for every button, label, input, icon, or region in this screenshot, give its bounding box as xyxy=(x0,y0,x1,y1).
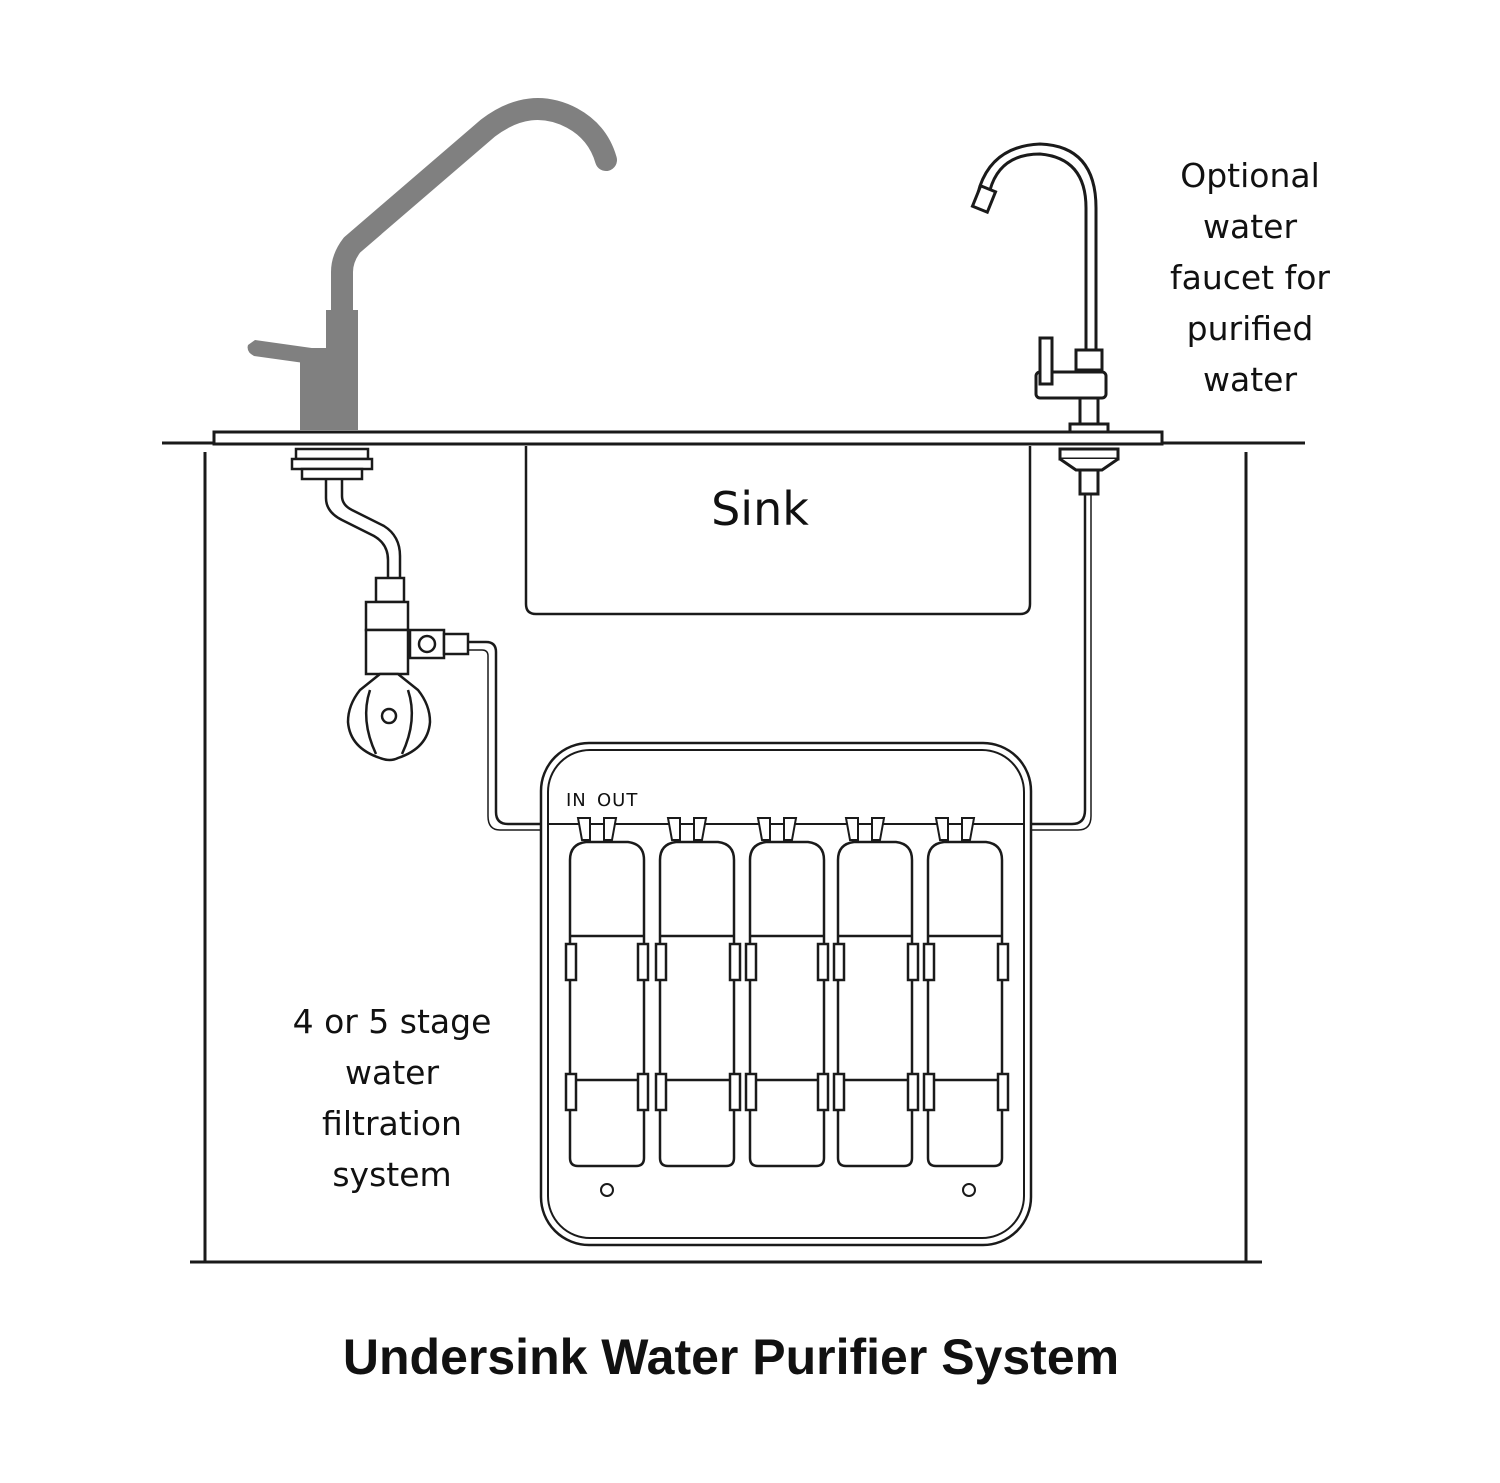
filtration-system-label-line: filtration xyxy=(322,1104,462,1143)
diagram-title: Undersink Water Purifier System xyxy=(342,1329,1120,1385)
mount-hole xyxy=(962,1183,976,1197)
filter-cartridge xyxy=(832,840,920,1168)
countertop xyxy=(162,430,1305,446)
faucet-supply-hose xyxy=(290,447,410,632)
outlet-pipe xyxy=(1030,494,1087,826)
in-port-label: IN xyxy=(566,790,587,811)
optional-faucet-label: Optional water faucet for purified water xyxy=(1150,150,1350,405)
filter-cartridge xyxy=(922,840,1010,1168)
filtration-system-label-line: 4 or 5 stage xyxy=(292,1002,492,1041)
filtration-system-label: 4 or 5 stage water filtration system xyxy=(272,996,512,1200)
optional-faucet-label-line: water xyxy=(1202,360,1298,399)
pressure-tank xyxy=(346,672,432,762)
outlet-pipe-inner xyxy=(1030,494,1092,831)
filter-cartridge xyxy=(654,840,742,1168)
main-faucet xyxy=(247,98,617,430)
filter-cartridge xyxy=(744,840,830,1168)
optional-faucet-label-line: faucet for xyxy=(1169,258,1330,297)
elbow-fittings xyxy=(576,817,976,841)
filtration-system-label-line: water xyxy=(344,1053,440,1092)
optional-faucet-label-line: Optional xyxy=(1180,156,1320,195)
cabinet xyxy=(190,452,1262,1264)
inlet-pipe-inner xyxy=(468,649,576,831)
t-valve xyxy=(364,628,470,676)
inlet-pipe xyxy=(468,640,576,826)
mount-hole xyxy=(600,1183,614,1197)
filter-housing-frame-inner xyxy=(547,749,1025,1239)
sink-basin xyxy=(524,446,1032,616)
filtration-system-label-line: system xyxy=(332,1155,452,1194)
out-port-label: OUT xyxy=(597,790,639,811)
optional-faucet-label-line: purified xyxy=(1186,309,1314,348)
optional-faucet-label-line: water xyxy=(1202,207,1298,246)
filter-cartridge xyxy=(564,840,650,1168)
sink-label: Sink xyxy=(711,482,809,536)
purified-water-faucet xyxy=(970,142,1120,496)
